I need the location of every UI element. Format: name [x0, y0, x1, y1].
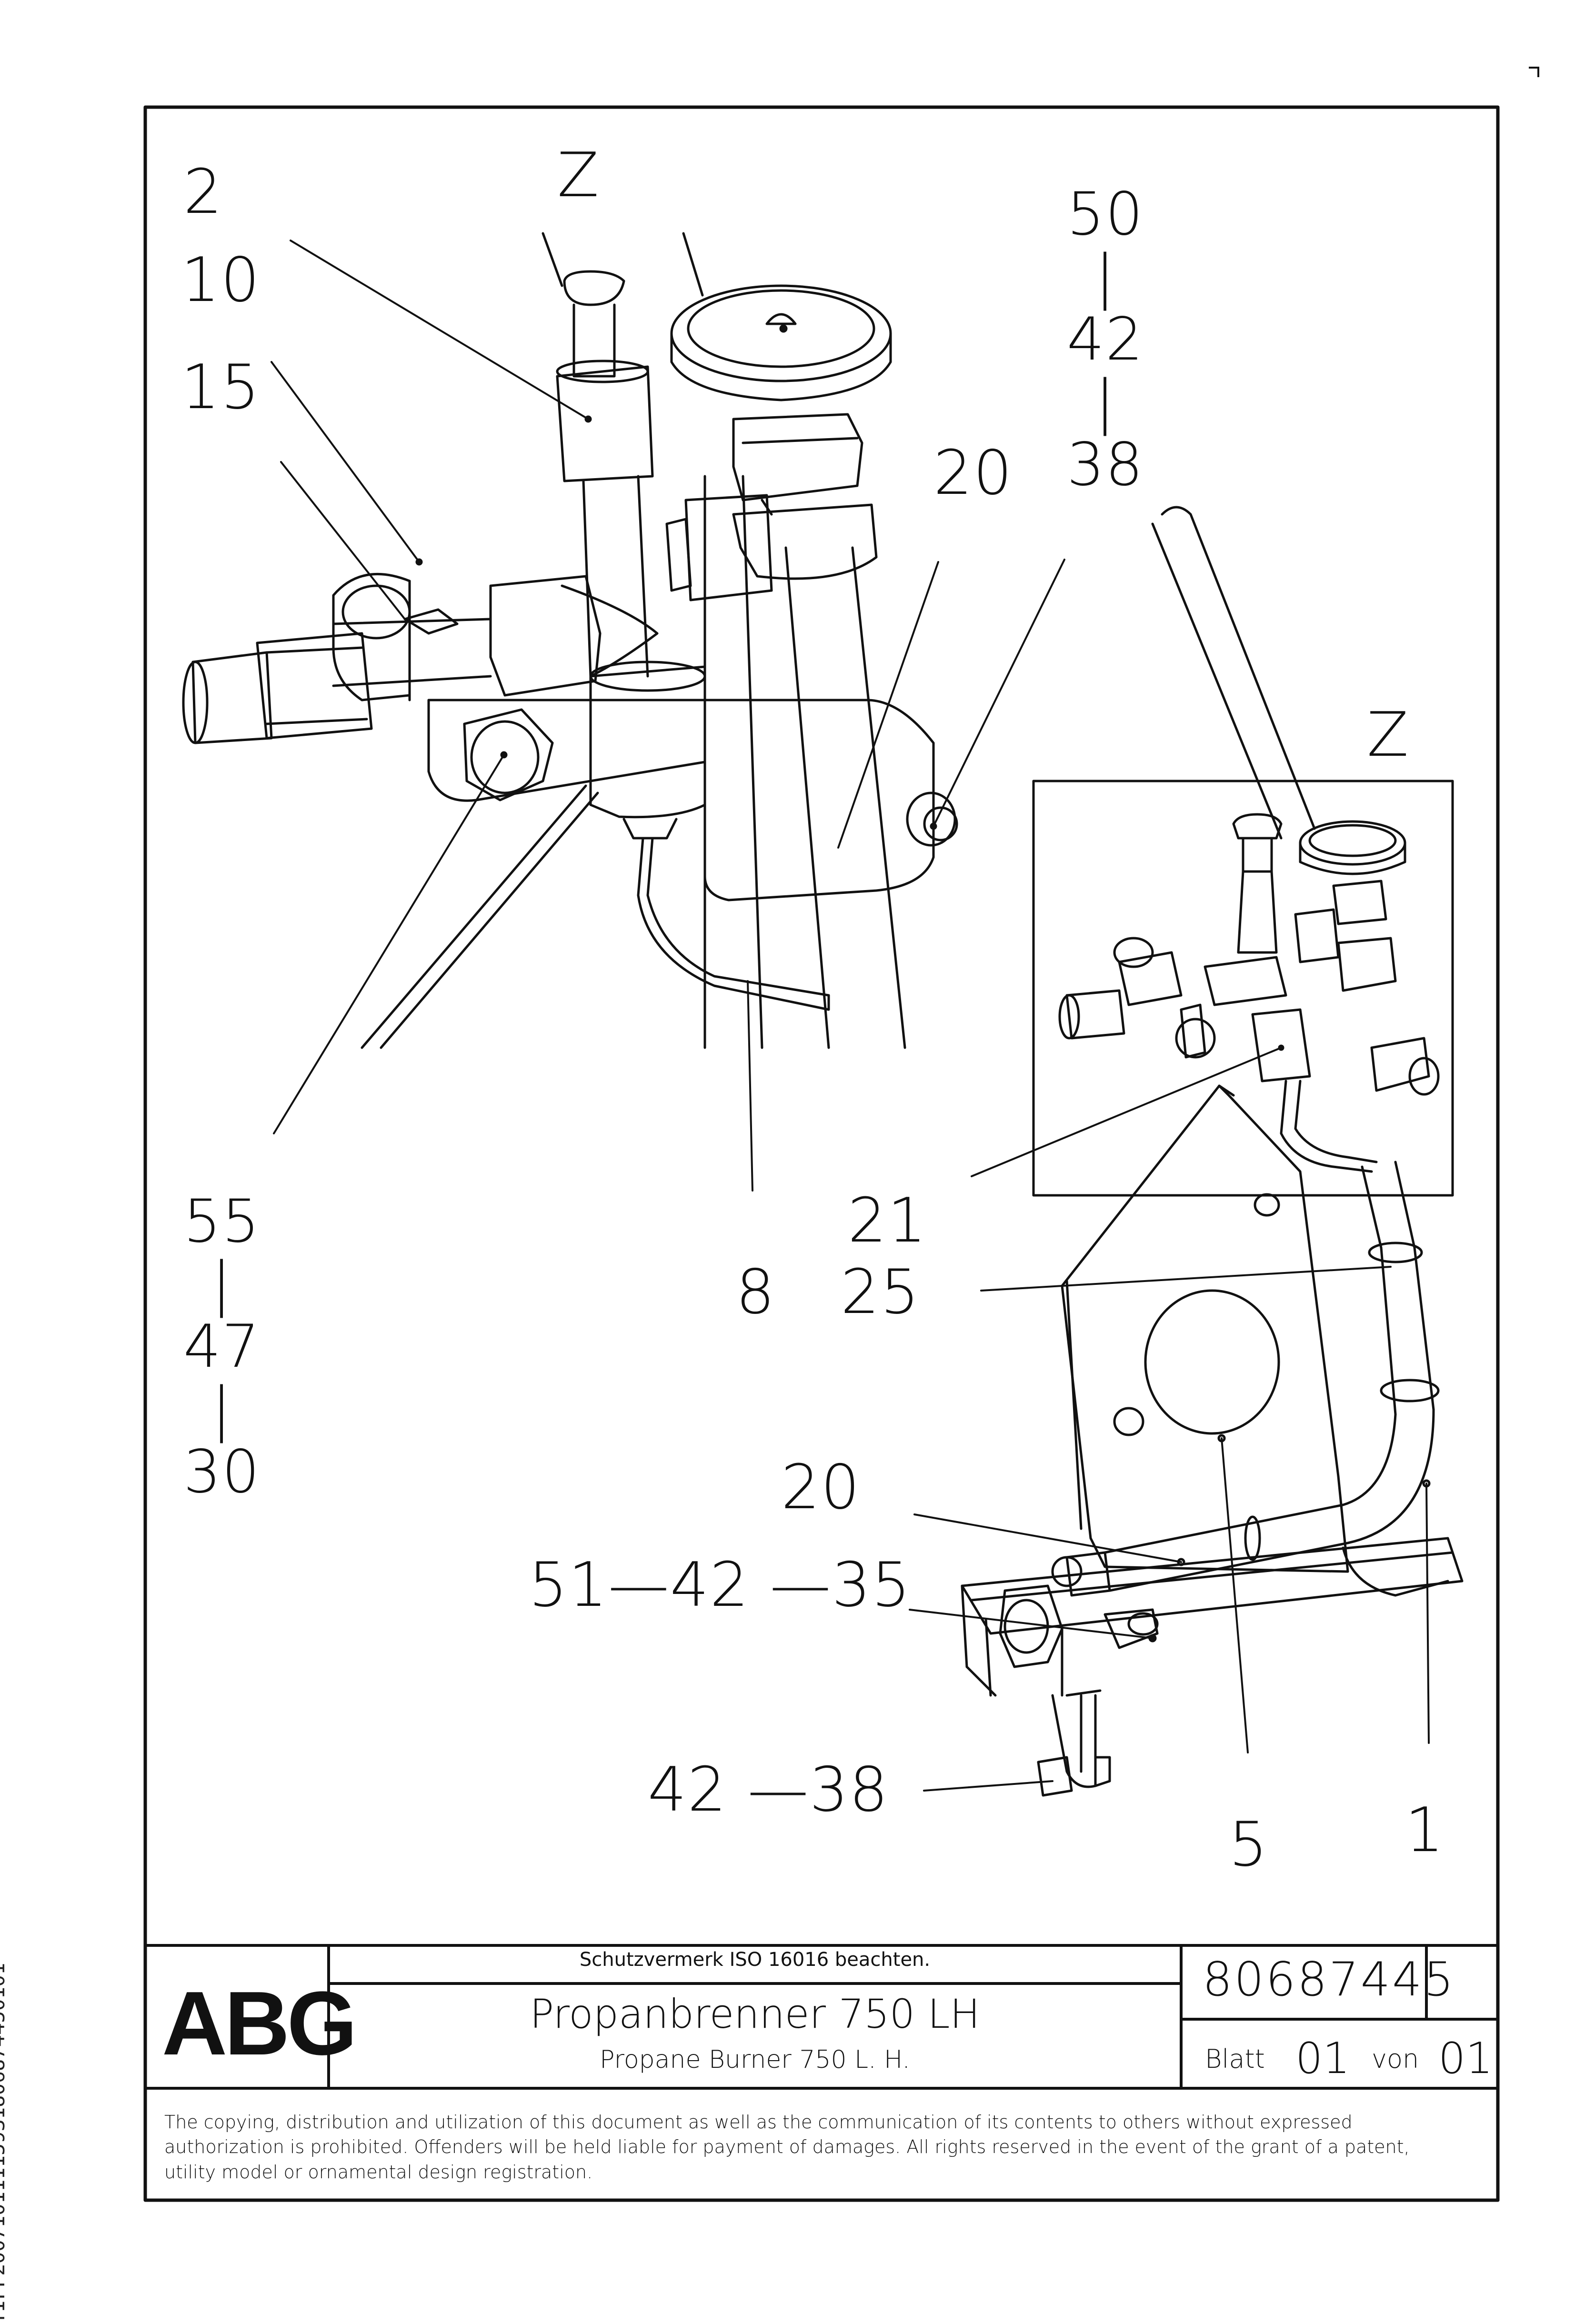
plate-hole — [1144, 1289, 1280, 1435]
sheet-total: 01 — [1438, 2034, 1493, 2084]
drawing-number: 80687445 — [1203, 1953, 1455, 2007]
callout-20-mid: 20 — [781, 1452, 861, 1523]
leader-lines — [271, 240, 1430, 1792]
detail-z-frame — [1032, 780, 1454, 1197]
corner-mark — [1529, 67, 1539, 77]
overview-assembly — [961, 506, 1464, 1797]
side-identifier: TIFF20071011115931806874450101 — [0, 1963, 9, 2324]
of-label: von — [1372, 2044, 1419, 2074]
copyright-notice: The copying, distribution and utilizatio… — [164, 2112, 1410, 2183]
sheet-number: 01 — [1295, 2034, 1350, 2084]
callout-5: 5 — [1229, 1809, 1269, 1880]
callout-21: 21 — [848, 1185, 927, 1256]
callout-25: 25 — [841, 1257, 920, 1328]
drawing-frame — [143, 105, 1500, 2202]
callout-z-top: Z — [557, 140, 600, 211]
title-english: Propane Burner 750 L. H. — [600, 2045, 910, 2074]
callout-50-42-38: 50 | 42 | 38 — [1067, 180, 1144, 499]
technical-drawing — [143, 105, 1500, 2202]
callout-10: 10 — [181, 245, 261, 316]
protection-note: Schutzvermerk ISO 16016 beachten. — [579, 1949, 931, 1971]
callout-20-top: 20 — [933, 438, 1013, 509]
title-german: Propanbrenner 750 LH — [530, 1991, 980, 2037]
sheet-label: Blatt — [1205, 2044, 1265, 2074]
callout-z-right: Z — [1367, 700, 1410, 771]
callout-55-47-30: 55 | 47 | 30 — [183, 1187, 261, 1506]
detail-view-z — [182, 232, 958, 1049]
callout-42-38: 42 —38 — [648, 1754, 889, 1825]
bracket-plate — [427, 699, 935, 902]
callout-1: 1 — [1405, 1795, 1445, 1866]
callout-8: 8 — [736, 1257, 776, 1328]
title-block-lines — [144, 1944, 1499, 2090]
abg-logo: ABG — [162, 1973, 357, 2074]
callout-2: 2 — [183, 157, 223, 228]
callout-51-42-35: 51—42 —35 — [529, 1550, 912, 1621]
callout-15: 15 — [181, 352, 261, 423]
